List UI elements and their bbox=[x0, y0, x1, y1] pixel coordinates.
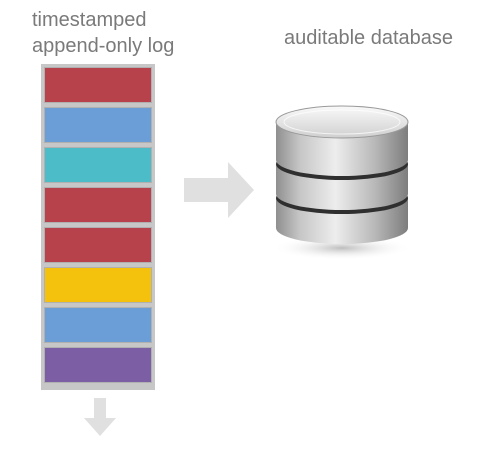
log-entry bbox=[44, 307, 152, 343]
database-title: auditable database bbox=[284, 27, 454, 49]
append-only-log bbox=[41, 64, 155, 390]
log-title-line-2: append-only log bbox=[32, 35, 175, 57]
log-entry bbox=[44, 147, 152, 183]
down-arrow-icon bbox=[84, 398, 116, 436]
right-arrow-icon bbox=[184, 162, 254, 218]
log-entry bbox=[44, 227, 152, 263]
log-entry bbox=[44, 107, 152, 143]
log-entry bbox=[44, 267, 152, 303]
log-title-line-1: timestamped bbox=[32, 9, 147, 31]
log-entry bbox=[44, 67, 152, 103]
database-cylinder-icon bbox=[272, 105, 412, 260]
log-entry bbox=[44, 187, 152, 223]
log-entry bbox=[44, 347, 152, 383]
